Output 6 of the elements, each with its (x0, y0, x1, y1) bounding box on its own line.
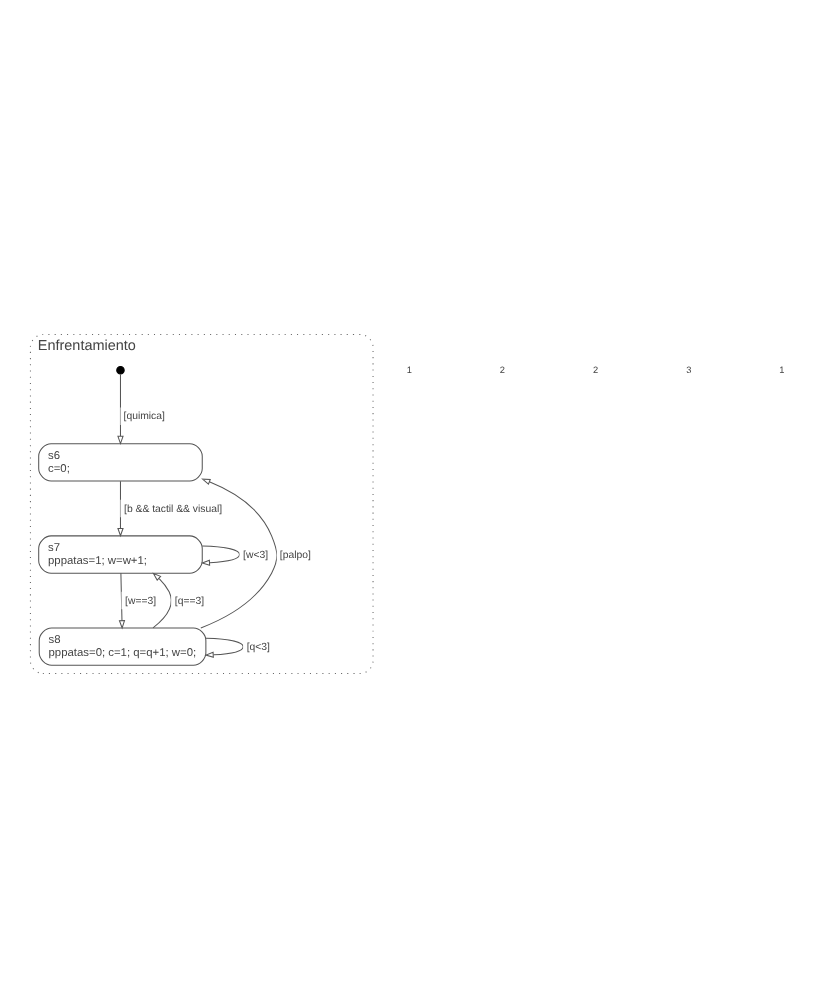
arrow (151, 572, 171, 629)
arrow (199, 545, 240, 566)
node-circle (115, 366, 124, 375)
arrow (199, 478, 277, 629)
arrow (203, 637, 243, 659)
arrow (117, 572, 125, 630)
